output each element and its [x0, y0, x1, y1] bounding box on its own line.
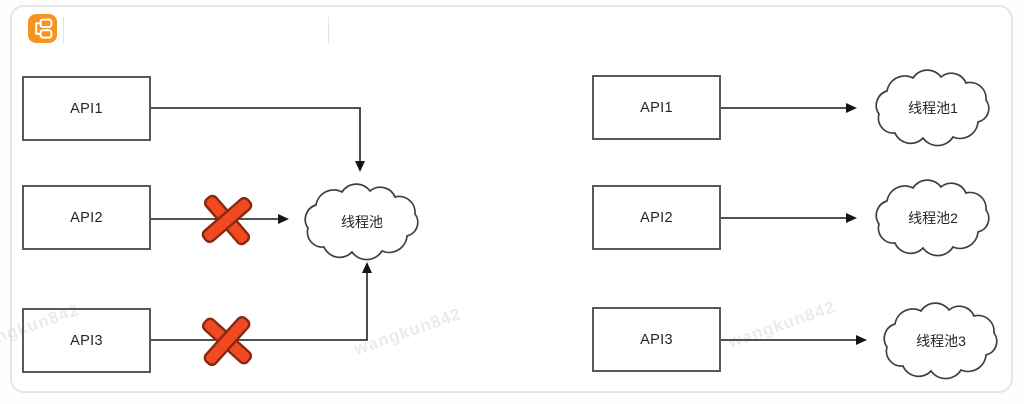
- api-box-label: API1: [70, 101, 103, 117]
- api-box-label: API3: [70, 333, 103, 349]
- toolbar-divider: [63, 17, 64, 43]
- connector-api3-pool[interactable]: [150, 262, 372, 341]
- x-mark[interactable]: [201, 315, 254, 368]
- dedicated-pools-group: API1 API2 API3 线程池1 线程池2 线程池3: [592, 69, 998, 380]
- shared-pool-group: API1 API2 API3 线程池: [22, 76, 419, 373]
- api-box-label: API3: [640, 332, 673, 348]
- api-box[interactable]: [592, 75, 721, 140]
- api-box[interactable]: [22, 76, 151, 141]
- api-box-label: API1: [640, 100, 673, 116]
- editor-panel: [10, 5, 1013, 393]
- api-box[interactable]: [22, 185, 151, 250]
- thread-pool-label: 线程池: [341, 214, 383, 230]
- api-box-label: API2: [640, 210, 673, 226]
- thread-pool-label: 线程池1: [908, 100, 958, 116]
- api-box-label: API2: [70, 210, 103, 226]
- thread-pool-label: 线程池3: [916, 333, 966, 349]
- flowchart-icon: [35, 18, 53, 39]
- toolbar-divider: [328, 17, 329, 43]
- api-box[interactable]: [592, 185, 721, 250]
- thread-pool-label: 线程池2: [908, 210, 958, 226]
- api-box[interactable]: [22, 308, 151, 373]
- api-box[interactable]: [592, 307, 721, 372]
- app-logo-button[interactable]: [28, 14, 57, 43]
- x-mark[interactable]: [200, 193, 254, 247]
- connector-api1-pool[interactable]: [150, 107, 365, 172]
